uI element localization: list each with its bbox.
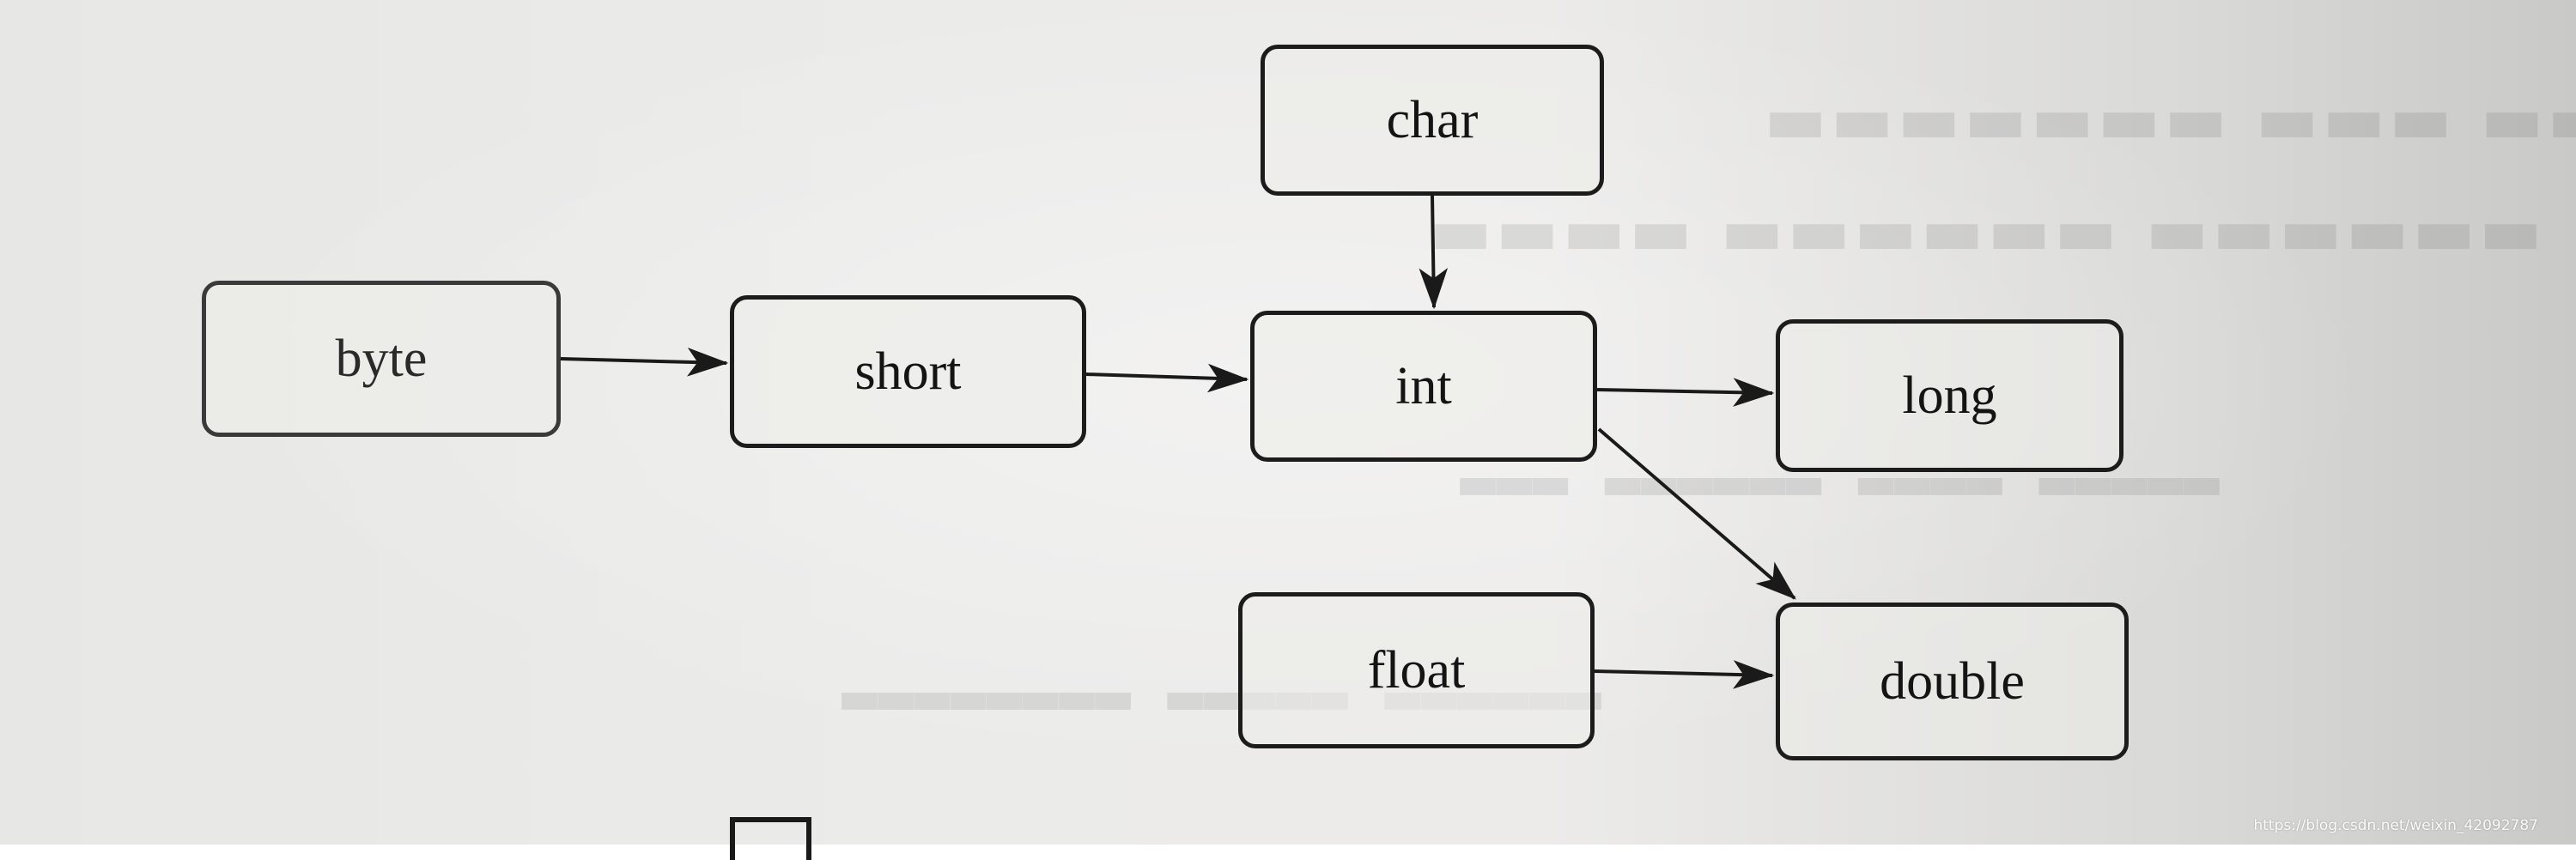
node-long: long bbox=[1776, 319, 2123, 472]
node-double: double bbox=[1776, 603, 2129, 760]
edge-float-double bbox=[1594, 660, 1775, 689]
node-int: int bbox=[1250, 311, 1597, 462]
figure-caption-fragment bbox=[730, 817, 811, 860]
node-int-label: int bbox=[1395, 356, 1452, 415]
node-char-label: char bbox=[1386, 90, 1479, 149]
edge-int-double bbox=[1597, 427, 1796, 600]
node-byte-label: byte bbox=[335, 329, 428, 388]
edge-byte-short bbox=[560, 348, 729, 377]
edge-int-long bbox=[1596, 378, 1775, 407]
node-double-label: double bbox=[1880, 651, 2025, 711]
node-float: float bbox=[1238, 592, 1595, 748]
edge-short-int bbox=[1085, 363, 1249, 393]
node-short: short bbox=[730, 295, 1086, 448]
node-short-label: short bbox=[854, 342, 962, 401]
watermark: https://blog.csdn.net/weixin_42092787 bbox=[2253, 817, 2538, 834]
node-char: char bbox=[1261, 45, 1604, 196]
node-long-label: long bbox=[1902, 366, 1997, 425]
node-byte: byte bbox=[202, 281, 561, 437]
edge-char-int bbox=[1419, 195, 1449, 310]
node-float-label: float bbox=[1367, 640, 1466, 700]
